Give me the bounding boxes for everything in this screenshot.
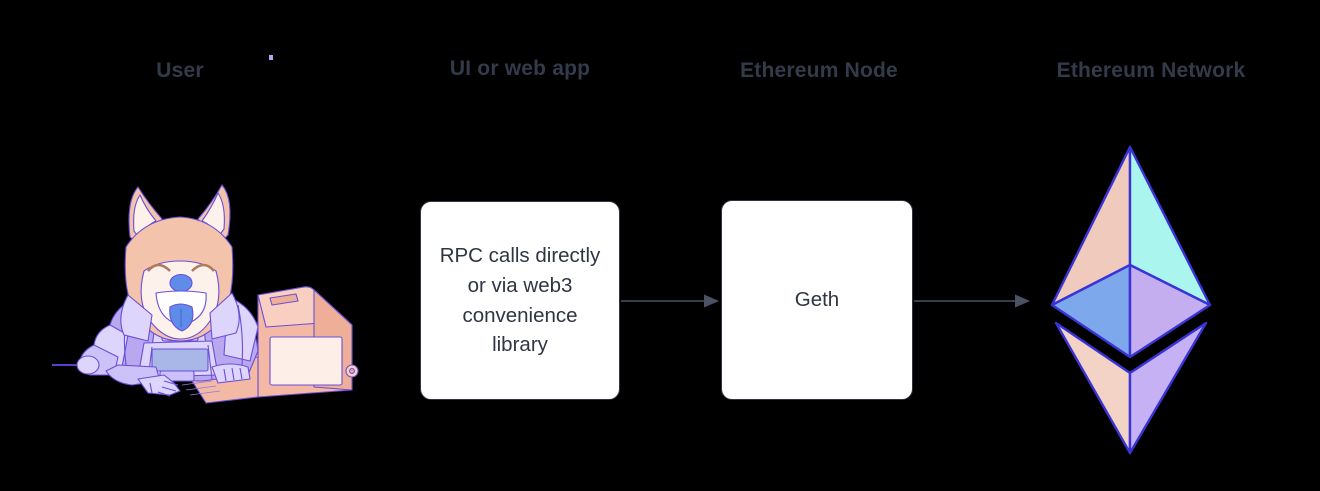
doge-head [120,184,240,342]
arrow-node-to-network [914,294,1030,308]
stray-pixel-artifact [269,55,273,60]
node-geth-box-label: Geth [794,288,840,312]
column-heading-ethereum-node: Ethereum Node [740,59,898,82]
column-heading-ethereum-network: Ethereum Network [1056,59,1246,82]
right-paw [211,363,251,384]
node-rpc-box[interactable]: RPC calls directly or via web3 convenien… [420,201,620,400]
doge-computer-svg [52,184,359,404]
node-geth-box[interactable]: Geth [721,200,913,400]
eth-facet-mid-right [1128,263,1212,359]
doge-computer-illustration [52,175,372,405]
ethereum-logo-illustration [1030,145,1230,455]
robot-arm [76,344,181,397]
ethereum-logo-svg [1050,145,1212,455]
arrow-ui-to-node [621,294,719,308]
column-heading-user: User [156,59,204,82]
column-heading-ui-web-app: UI or web app [449,57,591,80]
eth-facet-bottom-right [1128,321,1208,455]
node-rpc-box-label: RPC calls directly or via web3 convenien… [439,243,601,357]
